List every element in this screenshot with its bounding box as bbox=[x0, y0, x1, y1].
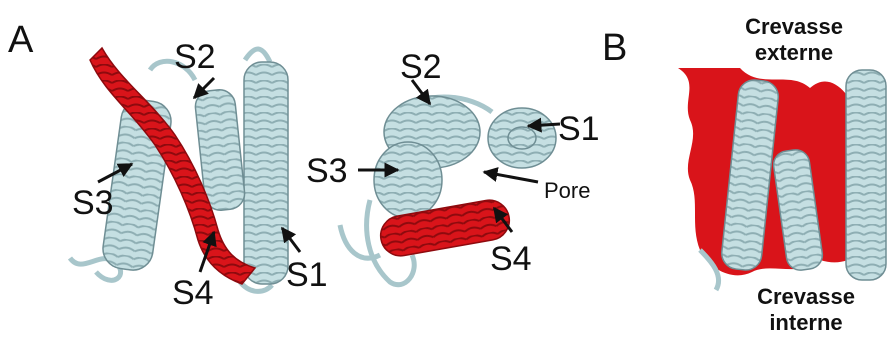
top-pore-arrow bbox=[484, 172, 538, 182]
side-view-structure bbox=[70, 48, 288, 291]
side-s1-helix bbox=[244, 62, 288, 284]
side-s4-label: S4 bbox=[172, 274, 214, 312]
panel-b-structure bbox=[678, 68, 886, 290]
top-s3-label: S3 bbox=[306, 152, 348, 190]
top-loop-left bbox=[340, 225, 380, 258]
side-s3-label: S3 bbox=[72, 184, 114, 222]
panel-a-label: A bbox=[8, 19, 34, 61]
crevasse-interne-line2: interne bbox=[769, 310, 842, 335]
top-s1-label: S1 bbox=[558, 110, 600, 148]
top-s1-helix bbox=[488, 108, 556, 168]
crevasse-externe-line1: Crevasse bbox=[745, 14, 843, 39]
side-s2-label: S2 bbox=[174, 38, 216, 76]
crevasse-externe-line2: externe bbox=[755, 40, 833, 65]
panel-b-label: B bbox=[602, 27, 627, 69]
side-s1-label: S1 bbox=[286, 256, 328, 294]
crevasse-interne-line1: Crevasse bbox=[757, 284, 855, 309]
top-s2-label: S2 bbox=[400, 48, 442, 86]
side-loop-top-right bbox=[245, 49, 270, 62]
top-s4-label: S4 bbox=[490, 240, 532, 278]
top-pore-label: Pore bbox=[544, 178, 590, 203]
panel-b-helix-3 bbox=[846, 70, 886, 280]
top-s1-arrow bbox=[528, 124, 560, 126]
top-s3-helix bbox=[374, 142, 442, 218]
